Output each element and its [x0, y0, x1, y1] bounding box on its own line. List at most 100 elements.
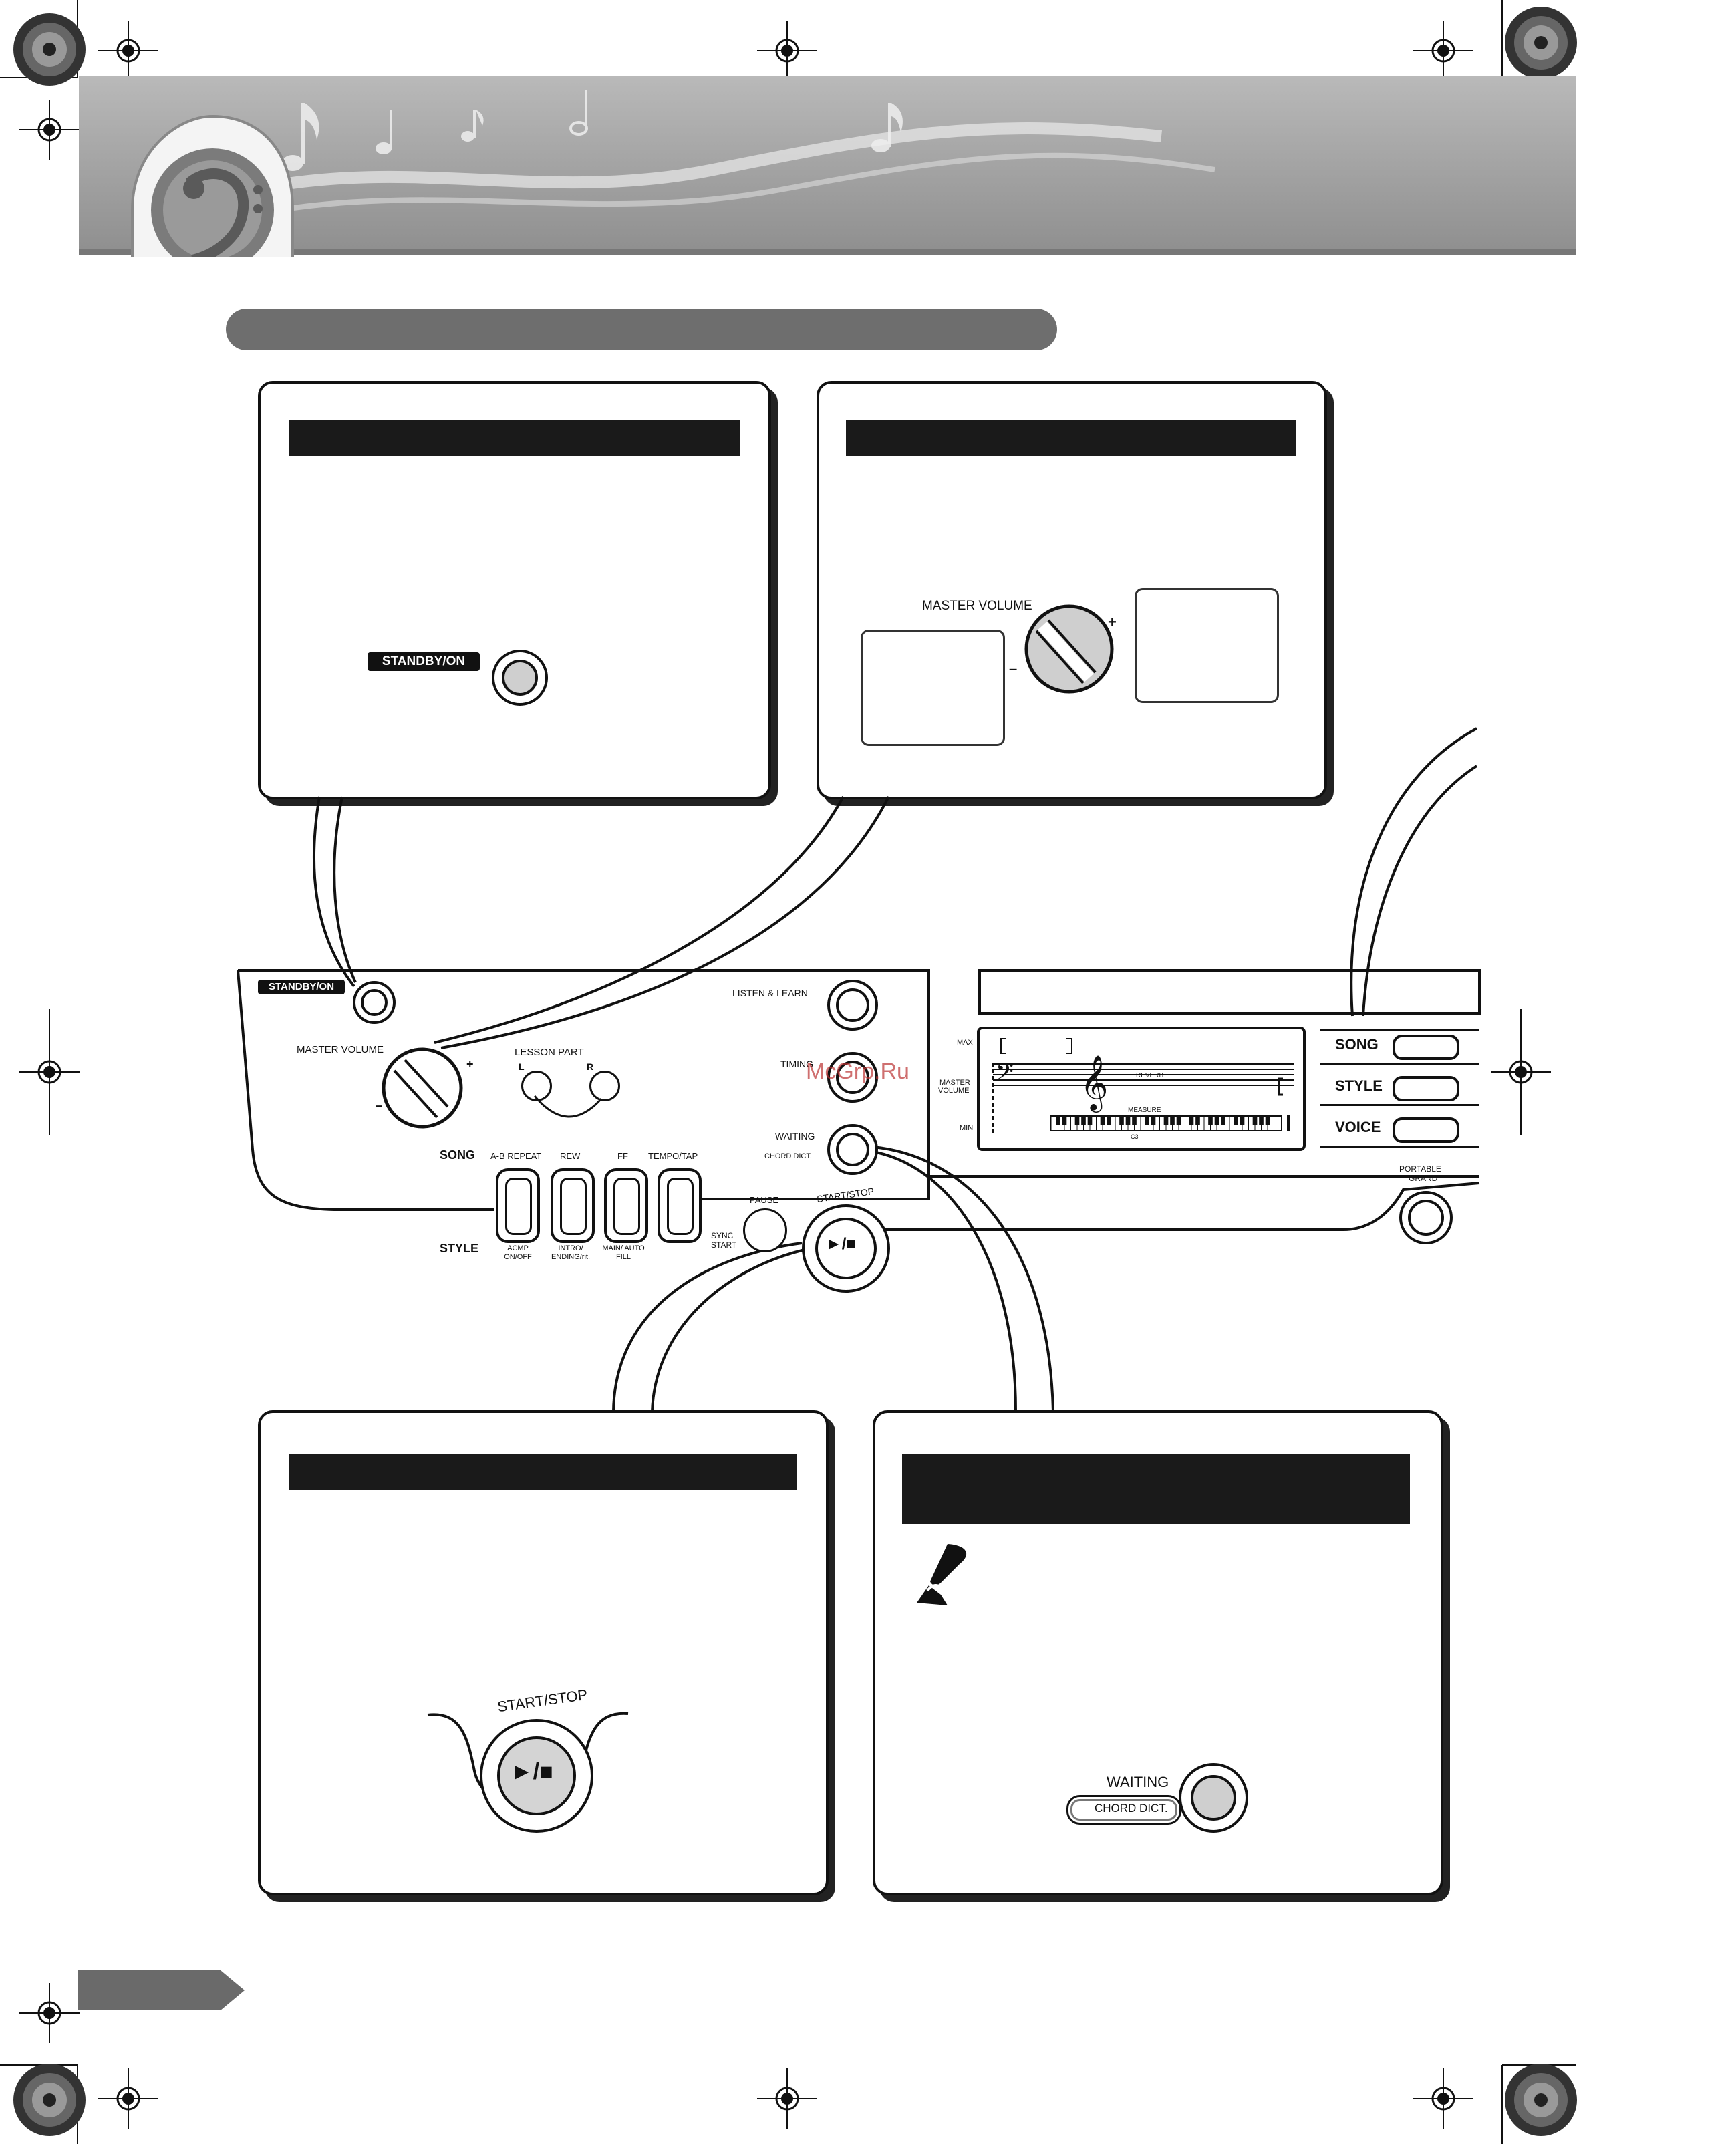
- grand-piano-icon: [1408, 1200, 1444, 1236]
- volume-panel-title-bar: [846, 420, 1296, 456]
- portable-grand-label-2: GRAND: [1409, 1174, 1438, 1183]
- kb-standby-label: STANDBY/ON: [258, 980, 345, 994]
- panel-start-stop-button[interactable]: [497, 1736, 576, 1815]
- kb-waiting-button[interactable]: [827, 1124, 878, 1175]
- eighth-note-icon: [376, 110, 392, 154]
- portable-grand-button[interactable]: [1399, 1191, 1453, 1244]
- kb-standby-button-cap: [361, 989, 388, 1016]
- kb-start-stop-symbol: ►/■: [826, 1235, 856, 1253]
- kb-timing-button[interactable]: [827, 1052, 878, 1103]
- standby-on-button-cap: [502, 660, 538, 696]
- volume-max-callout: [1135, 588, 1279, 703]
- button-face: [560, 1178, 587, 1235]
- kb-style-label-main: MAIN/ AUTO FILL: [602, 1244, 645, 1261]
- page-number-tab: [78, 1970, 245, 2010]
- eighth-note-icon: [282, 103, 319, 171]
- sixteenth-note-icon: [461, 110, 484, 142]
- kb-lesson-r-button[interactable]: [589, 1071, 620, 1101]
- svg-text:𝄢: 𝄢: [996, 1058, 1014, 1091]
- standby-on-label: STANDBY/ON: [368, 652, 480, 671]
- lcd-min-label: MIN: [960, 1124, 974, 1132]
- kb-style-label-acmp: ACMP ON/OFF: [504, 1244, 532, 1261]
- kb-song-label-tempo-tap: TEMPO/TAP: [648, 1151, 698, 1161]
- portable-grand-label-1: PORTABLE: [1399, 1164, 1441, 1174]
- lcd-master-label: MASTER: [939, 1079, 970, 1087]
- button-cap: [836, 988, 869, 1022]
- pencil-icon: [917, 1544, 967, 1605]
- lcd-volume-label: VOLUME: [938, 1087, 970, 1095]
- kb-song-row-label: SONG: [440, 1148, 476, 1162]
- panel-waiting-button[interactable]: [1179, 1763, 1248, 1833]
- crosshair-marks: [19, 21, 1551, 2129]
- lcd-max-label: MAX: [957, 1039, 973, 1047]
- kb-song-label-ab-repeat: A-B REPEAT: [490, 1151, 542, 1161]
- kb-start-stop-button[interactable]: [815, 1218, 877, 1279]
- panel-chord-dict-inner: [1070, 1799, 1177, 1821]
- volume-knob-large[interactable]: [1016, 599, 1129, 699]
- mode-song-button[interactable]: [1393, 1035, 1459, 1060]
- lcd-c3-label: C3: [1131, 1133, 1139, 1140]
- header-banner: [79, 76, 1576, 253]
- mode-style-label: STYLE: [1335, 1077, 1383, 1094]
- kb-waiting-label: WAITING: [775, 1131, 815, 1142]
- mode-song-label: SONG: [1335, 1036, 1379, 1053]
- kb-lesson-arc: [533, 1095, 603, 1118]
- button-cap: [836, 1061, 869, 1094]
- kb-lesson-r-label: R: [587, 1061, 594, 1072]
- kb-lesson-l-button[interactable]: [521, 1071, 552, 1101]
- header-decoration: [131, 90, 1215, 257]
- kb-pause-button[interactable]: [743, 1208, 787, 1252]
- kb-volume-minus: –: [376, 1099, 383, 1112]
- mode-voice-button[interactable]: [1393, 1117, 1459, 1143]
- panel-start-stop-symbol: ►/■: [511, 1759, 553, 1784]
- kb-timing-label: TIMING: [780, 1059, 813, 1069]
- standby-on-button[interactable]: [492, 650, 548, 706]
- volume-knob-label: MASTER VOLUME: [922, 599, 1032, 613]
- kb-ab-repeat-button[interactable]: [496, 1168, 540, 1243]
- lcd-measure-label: MEASURE: [1128, 1107, 1161, 1114]
- kb-ff-button[interactable]: [604, 1168, 648, 1243]
- mode-divider-2: [1320, 1104, 1479, 1106]
- lcd-graphics: 𝄢 𝄞: [992, 1038, 1294, 1136]
- half-note-icon: [569, 90, 588, 136]
- start-stop-panel-title-bar: [289, 1454, 797, 1490]
- svg-text:𝄞: 𝄞: [1080, 1054, 1109, 1113]
- kb-listen-learn-button[interactable]: [827, 980, 878, 1031]
- button-face: [613, 1178, 640, 1235]
- kb-listen-learn-label: LISTEN & LEARN: [732, 988, 808, 998]
- starburst-marks: [13, 7, 1577, 2136]
- header-bottom-line: [79, 249, 1576, 255]
- kb-volume-plus: +: [466, 1057, 474, 1071]
- watermark-text: McGrp.Ru: [806, 1059, 909, 1084]
- kb-master-volume-label: MASTER VOLUME: [297, 1044, 384, 1055]
- kb-lesson-part-label: LESSON PART: [515, 1047, 584, 1058]
- kb-song-label-ff: FF: [617, 1151, 628, 1161]
- eighth-note-icon: [871, 103, 903, 152]
- panel-chord-dict-label: CHORD DICT.: [1095, 1802, 1168, 1815]
- kb-sync-start-label: SYNC START: [711, 1231, 737, 1250]
- mode-divider-1: [1320, 1063, 1479, 1065]
- volume-plus-sign: +: [1108, 614, 1117, 630]
- kb-style-label-intro: INTRO/ ENDING/rit.: [551, 1244, 591, 1261]
- button-cap: [836, 1133, 869, 1166]
- kb-tempo-tap-button[interactable]: [658, 1168, 702, 1243]
- treble-clef-glyph: 𝄞: [1080, 1054, 1109, 1113]
- kb-chord-dict-label: CHORD DICT.: [764, 1152, 812, 1160]
- mode-voice-label: VOICE: [1335, 1119, 1381, 1135]
- lcd-reverb-label: REVERB: [1136, 1072, 1164, 1079]
- button-face: [667, 1178, 694, 1235]
- kb-rew-button[interactable]: [551, 1168, 595, 1243]
- kb-lesson-l-label: L: [519, 1061, 525, 1072]
- section-title-pill: [226, 309, 1057, 350]
- mode-style-button[interactable]: [1393, 1076, 1459, 1101]
- bass-clef-icon: [131, 114, 294, 257]
- kb-standby-button[interactable]: [353, 981, 396, 1024]
- kb-song-label-rew: REW: [560, 1151, 581, 1161]
- kb-style-row-label: STYLE: [440, 1242, 479, 1255]
- waiting-panel-title-bar: [902, 1454, 1410, 1524]
- mode-divider-top: [1320, 1029, 1479, 1031]
- panel-waiting-label: WAITING: [1107, 1774, 1169, 1790]
- kb-master-volume-knob[interactable]: [378, 1045, 472, 1129]
